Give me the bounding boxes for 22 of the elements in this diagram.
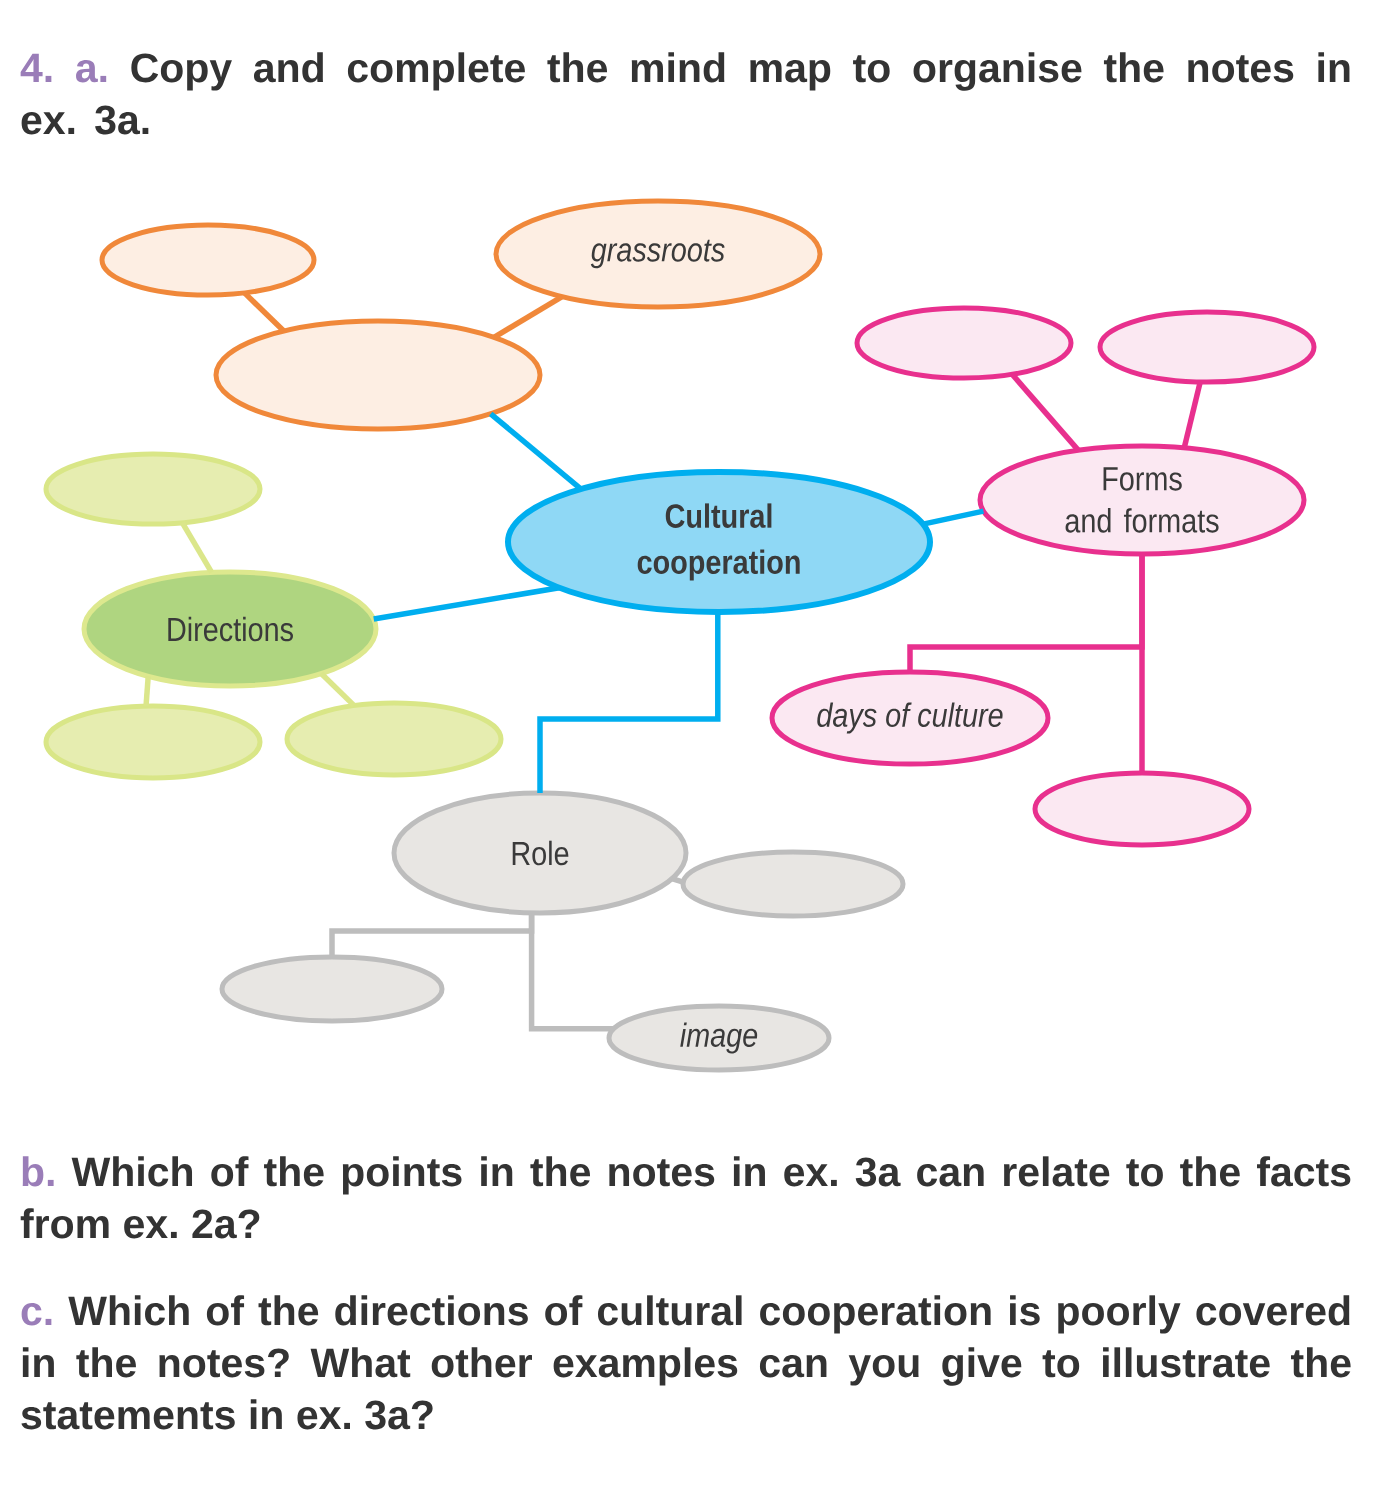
leaf-ellipse — [43, 703, 263, 781]
task-text: c. Which of the directions of cultural cooperation is poorly covered in the notes? What other examples can you give to illustrate the statements in ex. 3a? — [21, 1295, 1351, 1430]
branch-line — [1181, 381, 1203, 449]
task-text: b. Which of the points in the notes in ex. 3a can relate to the facts from ex. 2a? — [20, 1156, 1351, 1239]
leaf-ellipse — [284, 700, 504, 778]
branch-line — [537, 612, 721, 793]
leaf-ellipse — [219, 954, 445, 1024]
branch-line — [143, 676, 151, 707]
leaf-ellipse — [1032, 770, 1252, 848]
branch-line — [528, 912, 614, 1032]
task-text: 4. a. Copy and complete the mind map to organise the notes in ex. 3a. — [20, 52, 1350, 135]
branch-ellipse — [213, 318, 543, 432]
leaf-ellipse — [43, 451, 263, 527]
branch-line — [492, 294, 564, 340]
branch-line — [373, 585, 560, 622]
leaf-ellipse — [1097, 309, 1317, 385]
branch-line — [922, 508, 985, 527]
branch-line — [671, 876, 684, 885]
leaf-ellipse — [680, 849, 906, 919]
leaf-ellipse — [99, 222, 317, 298]
leaf-ellipse — [854, 305, 1074, 381]
branch-line — [1139, 554, 1145, 773]
